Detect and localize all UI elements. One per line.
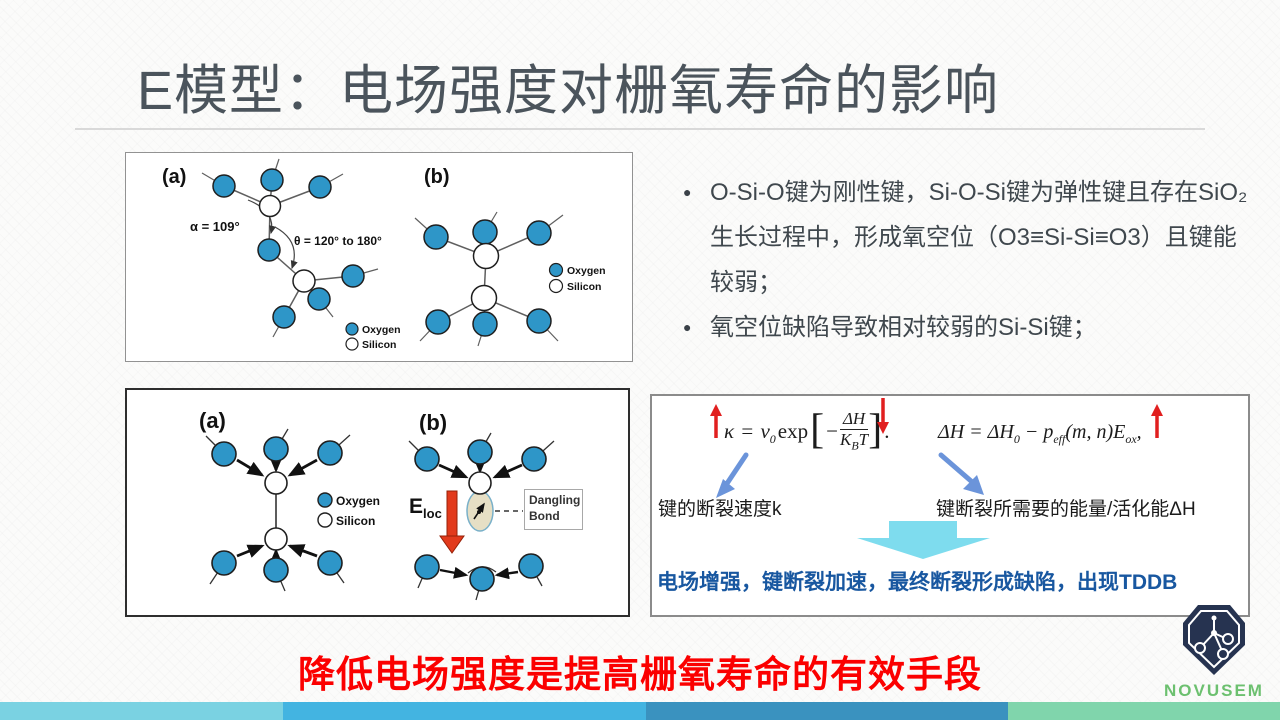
footer-bar-segment [646, 702, 1008, 720]
activation-energy-label: 键断裂所需要的能量/活化能ΔH [936, 499, 1196, 520]
blue-pointer-arrow-icon [938, 452, 984, 495]
tddb-conclusion-text: 电场增强，键断裂加速，最终断裂形成缺陷，出现TDDB [657, 571, 1178, 594]
theta-angle-arrow [274, 226, 298, 270]
oxygen-atom [212, 174, 236, 198]
oxygen-atom [317, 440, 343, 466]
oxygen-atom [317, 550, 343, 576]
alpha-angle-label: α = 109° [190, 219, 240, 234]
novusem-logo-text: NOVUSEM [1164, 681, 1264, 700]
silicon-atom [470, 284, 498, 312]
subfigure-b-label: (b) [419, 410, 447, 435]
oxygen-atom [469, 566, 495, 592]
oxygen-atom [526, 308, 552, 334]
legend-oxygen-label: Oxygen [362, 324, 401, 336]
novusem-logo: NOVUSEM [1146, 603, 1280, 701]
bullet-item: ● 氧空位缺陷导致相对较弱的Si-Si键； [683, 305, 1249, 350]
legend-silicon-label: Silicon [336, 514, 375, 528]
oxygen-atom [341, 264, 365, 288]
oxygen-atom [263, 436, 289, 462]
oxygen-atom [308, 175, 332, 199]
silicon-atom [292, 269, 316, 293]
oxygen-atom [423, 224, 449, 250]
silicon-atom [472, 242, 500, 270]
oxygen-atom [260, 168, 284, 192]
legend-oxygen-swatch [548, 262, 564, 278]
silicon-atom [264, 527, 288, 551]
legend-silicon-label: Silicon [362, 339, 396, 351]
bullet-text: 氧空位缺陷导致相对较弱的Si-Si键； [710, 314, 1097, 341]
footer-bar-segment [283, 702, 646, 720]
legend-oxygen-swatch [345, 322, 359, 336]
oxygen-atom [518, 553, 544, 579]
oxygen-atom [526, 220, 552, 246]
title-divider [75, 128, 1205, 130]
sio2-structure-figure: (a) α = 109° θ = 120° to 180° Oxygen Sil… [125, 152, 633, 362]
theta-angle-label: θ = 120° to 180° [294, 234, 382, 248]
red-up-arrow-icon [710, 404, 722, 438]
legend-silicon-label: Silicon [567, 281, 601, 293]
oxygen-atom [425, 309, 451, 335]
e-loc-label: Eloc [409, 495, 442, 522]
bullet-item: ● O-Si-O键为刚性键，Si-O-Si键为弹性键且存在SiO₂生长过程中，形… [683, 170, 1249, 305]
silicon-atom [468, 471, 492, 495]
legend-oxygen-label: Oxygen [336, 494, 380, 508]
bullet-list: ● O-Si-O键为刚性键，Si-O-Si键为弹性键且存在SiO₂生长过程中，形… [683, 170, 1249, 350]
oxygen-atom [272, 305, 296, 329]
bond-breaking-figure: (a) Oxygen Silicon (b) [125, 388, 630, 617]
oxygen-atom [211, 441, 237, 467]
footer-accent-bar [0, 702, 1280, 720]
legend-silicon-swatch [317, 512, 333, 528]
oxygen-atom [467, 439, 493, 465]
legend-oxygen-label: Oxygen [567, 265, 606, 277]
activation-energy-equation: ΔH = ΔH0 − peff(m, n)Eox, [938, 421, 1142, 446]
footer-bar-segment [1008, 702, 1280, 720]
oxygen-atom [472, 311, 498, 337]
bond-breaking-diagram: (a) Oxygen Silicon (b) [199, 408, 555, 601]
oxygen-atom [472, 219, 498, 245]
subfigure-a-label: (a) [199, 408, 226, 433]
legend-silicon-swatch [345, 337, 359, 351]
oxygen-atom [257, 238, 281, 262]
cyan-down-arrow-icon [857, 521, 990, 559]
bullet-marker: ● [683, 184, 692, 200]
silicon-atom [264, 471, 288, 495]
slogan-text: 降低电场强度是提高栅氧寿命的有效手段 [298, 654, 982, 695]
sio2-bond-angle-diagram: (a) α = 109° θ = 120° to 180° Oxygen Sil… [162, 158, 606, 351]
oxygen-atom [307, 287, 331, 311]
footer-bar-segment [0, 702, 283, 720]
oxygen-atom [211, 550, 237, 576]
red-up-arrow-icon [1151, 404, 1163, 438]
slide-title: E模型：电场强度对栅氧寿命的影响 [137, 61, 1000, 121]
bullet-marker: ● [683, 319, 692, 335]
oxygen-atom [521, 446, 547, 472]
legend-oxygen-swatch [317, 492, 333, 508]
oxygen-atom [263, 557, 289, 583]
blue-pointer-arrow-icon [716, 452, 749, 498]
silicon-atom [258, 194, 282, 218]
subfigure-a-label: (a) [162, 166, 186, 188]
bullet-text: O-Si-O键为刚性键，Si-O-Si键为弹性键且存在SiO₂生长过程中，形成氧… [710, 179, 1248, 296]
subfigure-b-label: (b) [424, 166, 450, 188]
electron-dot [477, 510, 481, 514]
oxygen-atom [414, 446, 440, 472]
red-down-arrow-icon [877, 398, 889, 434]
oxygen-atom [414, 554, 440, 580]
rate-label: 键的断裂速度k [658, 499, 782, 520]
novusem-hexagon-icon [1183, 605, 1245, 675]
dangling-bond-callout: Dangling Bond [524, 489, 583, 530]
e-loc-field-arrow [439, 490, 465, 554]
legend-silicon-swatch [548, 278, 564, 294]
